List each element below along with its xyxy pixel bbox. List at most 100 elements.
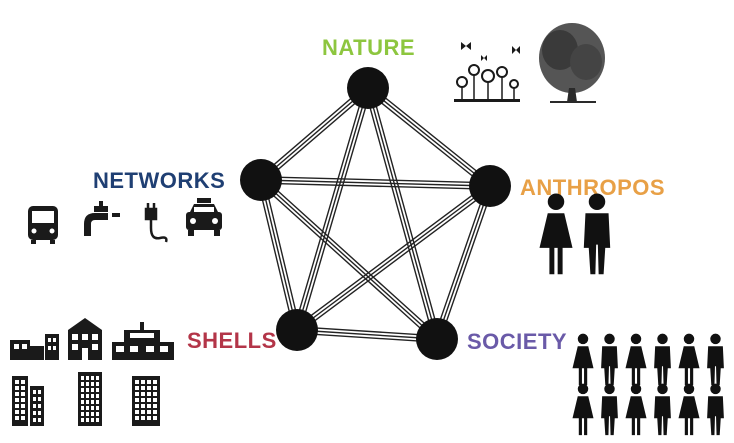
window: [21, 410, 25, 414]
window: [141, 410, 145, 414]
window: [91, 418, 94, 422]
edge-networks-shells: [260, 179, 298, 331]
edge-anthropos-society: [433, 184, 488, 339]
edge-networks-shells: [257, 180, 295, 331]
window: [141, 398, 145, 402]
edge-networks-shells: [263, 179, 301, 330]
window: [147, 386, 151, 390]
person-figure: [678, 333, 700, 386]
edge-anthropos-shells: [298, 188, 493, 334]
window: [86, 400, 89, 404]
window: [86, 394, 89, 398]
window: [96, 388, 99, 392]
window: [135, 410, 139, 414]
window: [38, 397, 41, 401]
window: [33, 397, 36, 401]
window: [147, 404, 151, 408]
window: [15, 404, 19, 408]
window: [96, 412, 99, 416]
window: [91, 400, 94, 404]
man-icon: [583, 193, 611, 275]
person-figure: [601, 383, 618, 436]
window: [141, 392, 145, 396]
window: [91, 388, 94, 392]
flowers-butterflies-icon: [454, 42, 520, 102]
window: [33, 411, 36, 415]
window: [147, 416, 151, 420]
edge-nature-networks: [260, 87, 369, 181]
window: [81, 376, 84, 380]
person-figure: [572, 383, 594, 436]
window: [153, 398, 157, 402]
label-society: SOCIETY: [467, 329, 567, 354]
window: [147, 410, 151, 414]
person-figure: [601, 333, 618, 386]
window: [135, 404, 139, 408]
edge-nature-society: [367, 87, 438, 340]
window: [33, 418, 36, 422]
node-anthropos: [469, 165, 511, 207]
edge-networks-society: [262, 177, 440, 338]
window: [153, 392, 157, 396]
window: [38, 390, 41, 394]
window: [38, 418, 41, 422]
window: [86, 382, 89, 386]
window: [86, 412, 89, 416]
edge-anthropos-shells: [296, 185, 491, 331]
window: [86, 376, 89, 380]
window: [96, 400, 99, 404]
window: [141, 404, 145, 408]
taxi-icon: [186, 198, 222, 236]
label-nature: NATURE: [322, 35, 415, 60]
edge-networks-anthropos: [260, 182, 490, 190]
person-figure: [654, 383, 671, 436]
window: [21, 404, 25, 408]
window: [153, 404, 157, 408]
window: [135, 380, 139, 384]
window: [81, 406, 84, 410]
edge-anthropos-society: [439, 186, 494, 341]
person-figure: [572, 333, 594, 386]
bus-icon: [28, 206, 58, 244]
edge-shells-society: [296, 329, 438, 340]
window: [21, 392, 25, 396]
window: [96, 406, 99, 410]
window: [86, 418, 89, 422]
edge-networks-society: [258, 181, 436, 342]
edge-nature-networks: [262, 89, 371, 183]
label-networks: NETWORKS: [93, 168, 225, 193]
node-society: [416, 318, 458, 360]
node-circles: [240, 67, 511, 360]
edge-nature-anthropos: [365, 89, 489, 190]
window: [147, 392, 151, 396]
edge-networks-society: [260, 179, 438, 340]
edge-nature-networks: [258, 85, 367, 179]
window: [81, 418, 84, 422]
person-figure: [707, 333, 724, 386]
window: [15, 410, 19, 414]
window: [91, 394, 94, 398]
window: [38, 411, 41, 415]
window: [15, 398, 19, 402]
window: [15, 416, 19, 420]
window: [81, 412, 84, 416]
edge-nature-society: [370, 86, 441, 339]
window: [21, 380, 25, 384]
window: [91, 382, 94, 386]
window: [33, 404, 36, 408]
window: [141, 386, 145, 390]
window: [141, 380, 145, 384]
window: [135, 416, 139, 420]
window: [15, 380, 19, 384]
window: [81, 394, 84, 398]
tree-icon: [539, 23, 605, 103]
person-figure: [625, 383, 647, 436]
edge-shells-society: [296, 332, 437, 343]
edge-networks-anthropos: [260, 179, 491, 187]
window: [153, 380, 157, 384]
window: [15, 392, 19, 396]
window: [135, 398, 139, 402]
window: [86, 406, 89, 410]
window: [81, 400, 84, 404]
